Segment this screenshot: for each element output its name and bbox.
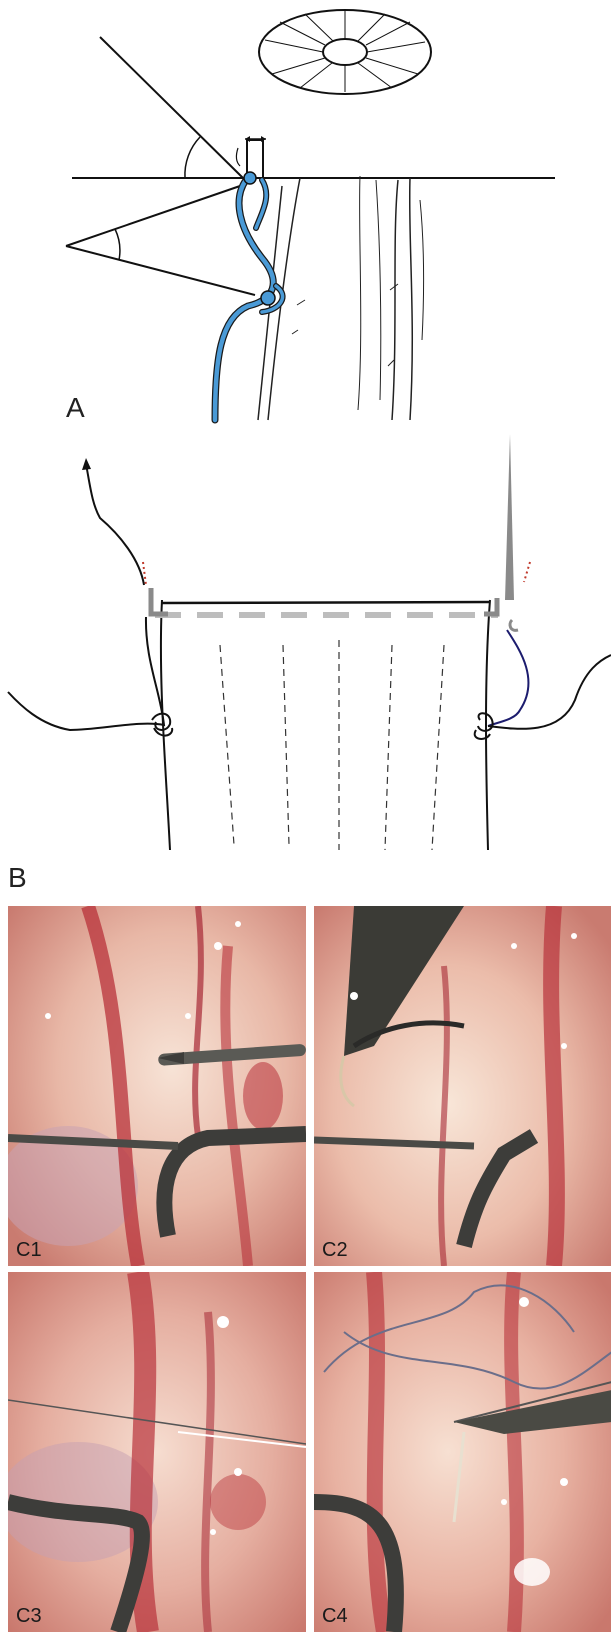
panel-a-drawing [0,0,611,430]
photo-c2-label: C2 [322,1239,348,1262]
right-tall-spike [505,434,514,600]
photo-c3-label: C3 [16,1605,42,1628]
photo-c4: C4 [314,1272,611,1632]
surgical-photo-c2 [314,906,611,1266]
photo-c3: C3 [8,1272,306,1632]
angle-triangle [66,186,255,295]
photo-c2: C2 [314,906,611,1266]
red-dotted-right [524,562,530,582]
left-bracket [151,588,168,614]
tube-outline [161,600,490,850]
panel-a-label: A [66,392,85,424]
panel-b-drawing [0,430,611,902]
angle-arc-upper [185,137,200,178]
surgical-photo-c4 [314,1272,611,1632]
panel-b-illustration: B [0,430,611,902]
photo-c1-label: C1 [16,1239,42,1262]
interior-dashed-lines [220,640,444,850]
photo-c4-label: C4 [322,1605,348,1628]
arrowhead-icon [82,458,91,470]
right-thread [475,620,611,739]
photo-c1: C1 [8,906,306,1266]
left-thread [8,464,172,736]
surgical-photo-c1 [8,906,306,1266]
surgical-photo-c3 [8,1272,306,1632]
panel-a-illustration: A [0,0,611,430]
angle-line-upper [100,37,243,178]
panel-b-label: B [8,862,27,894]
circular-cross-section-icon [259,10,431,94]
